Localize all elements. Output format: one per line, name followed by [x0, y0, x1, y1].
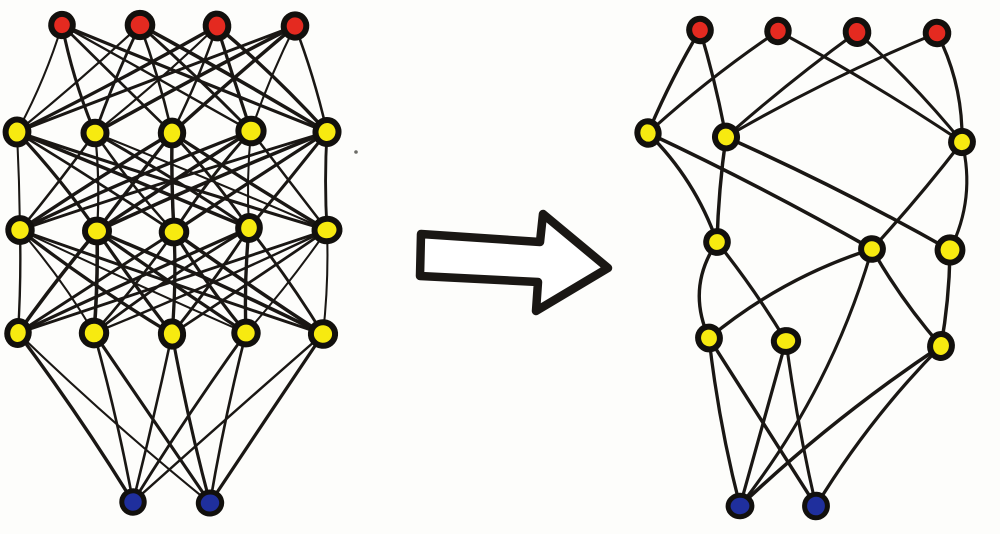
hidden-neuron-node — [82, 216, 112, 246]
hidden-neuron-node — [703, 228, 731, 256]
connection-edge — [738, 247, 874, 508]
connection-edge — [170, 332, 212, 505]
hidden-neuron-node — [157, 117, 187, 149]
connection-edge — [784, 339, 818, 508]
connection-edge — [16, 230, 176, 335]
input-neuron-node — [922, 18, 952, 48]
output-neuron-node — [119, 488, 147, 516]
hidden-neuron-node — [858, 235, 886, 263]
input-neuron-node — [124, 9, 156, 41]
dense-network — [2, 9, 343, 517]
connection-edge — [170, 228, 329, 336]
connection-edge — [92, 331, 135, 504]
hidden-neuron-node — [2, 116, 32, 148]
connection-edge — [724, 135, 952, 252]
input-neuron-node — [764, 16, 792, 46]
connection-edge — [16, 228, 22, 335]
hidden-neuron-node — [948, 127, 976, 157]
pruned-network — [634, 15, 976, 521]
connection-edge — [208, 332, 325, 505]
pruned-network-edges — [646, 28, 969, 508]
hidden-neuron-node — [307, 319, 339, 349]
connection-edge — [93, 24, 219, 135]
connection-edge — [738, 339, 788, 508]
connection-edge — [697, 240, 719, 340]
hidden-neuron-node — [770, 327, 802, 355]
connection-edge — [93, 24, 297, 135]
connection-edge — [321, 228, 329, 336]
connection-edge — [646, 29, 780, 135]
connection-edge — [92, 228, 329, 335]
paper-marks — [354, 150, 358, 154]
ink-speck — [354, 150, 358, 154]
dense-network-nodes — [2, 9, 343, 517]
connection-edge — [814, 344, 943, 508]
connection-edge — [646, 131, 719, 244]
connection-edge — [131, 332, 325, 504]
hidden-neuron-node — [311, 215, 343, 245]
connection-edge — [707, 336, 742, 508]
output-neuron-node — [802, 491, 830, 521]
input-neuron-node — [842, 17, 872, 47]
connection-edge — [855, 30, 964, 144]
pruned-network-nodes — [634, 15, 976, 521]
hidden-neuron-node — [695, 323, 723, 353]
input-neuron-node — [48, 10, 76, 40]
connection-edge — [948, 140, 969, 252]
input-neuron-node — [202, 10, 232, 42]
connection-edge — [715, 135, 728, 244]
connection-edge — [646, 131, 874, 251]
connection-edge — [18, 130, 329, 232]
hidden-neuron-node — [5, 215, 35, 245]
connection-edge — [16, 331, 135, 504]
hidden-neuron-node — [157, 318, 187, 350]
connection-edge — [95, 229, 325, 336]
connection-edge — [18, 129, 253, 232]
connection-edge — [215, 24, 329, 134]
connection-edge — [724, 31, 939, 139]
connection-edge — [18, 131, 174, 232]
connection-edge — [16, 331, 212, 505]
connection-edge — [16, 228, 329, 335]
hidden-neuron-node — [235, 115, 267, 147]
hidden-neuron-node — [78, 317, 110, 349]
connection-edge — [243, 226, 251, 335]
connection-edge — [15, 24, 297, 134]
hidden-neuron-node — [927, 331, 955, 361]
connection-edge — [646, 28, 702, 135]
connection-edge — [738, 344, 943, 508]
hidden-neuron-node — [231, 318, 261, 348]
connection-edge — [16, 226, 251, 335]
connection-edge — [776, 29, 964, 144]
hidden-neuron-node — [634, 118, 662, 148]
connection-edge — [92, 226, 251, 335]
hidden-neuron-node — [235, 213, 263, 243]
transformation-arrow — [415, 209, 613, 316]
input-neuron-node — [686, 15, 714, 45]
right-arrow-icon — [415, 209, 613, 316]
connection-edge — [724, 30, 859, 139]
hidden-neuron-node — [934, 234, 966, 266]
output-neuron-node — [195, 489, 225, 517]
hidden-neuron-node — [4, 318, 32, 348]
connection-edge — [95, 130, 329, 233]
connection-edge — [870, 140, 964, 251]
connection-edge — [131, 332, 174, 504]
connection-edge — [170, 24, 297, 135]
connection-edge — [15, 24, 219, 134]
input-neuron-node — [280, 11, 310, 41]
output-neuron-node — [725, 492, 755, 520]
hidden-neuron-node — [80, 118, 110, 148]
connection-edge — [15, 23, 142, 134]
connection-edge — [707, 247, 874, 340]
connection-edge — [131, 331, 248, 504]
connection-edge — [870, 247, 943, 348]
dense-network-edges — [15, 23, 329, 505]
hidden-neuron-node — [158, 217, 190, 247]
connection-edge — [172, 130, 329, 234]
hidden-neuron-node — [312, 117, 342, 147]
hidden-neuron-node — [711, 122, 741, 152]
